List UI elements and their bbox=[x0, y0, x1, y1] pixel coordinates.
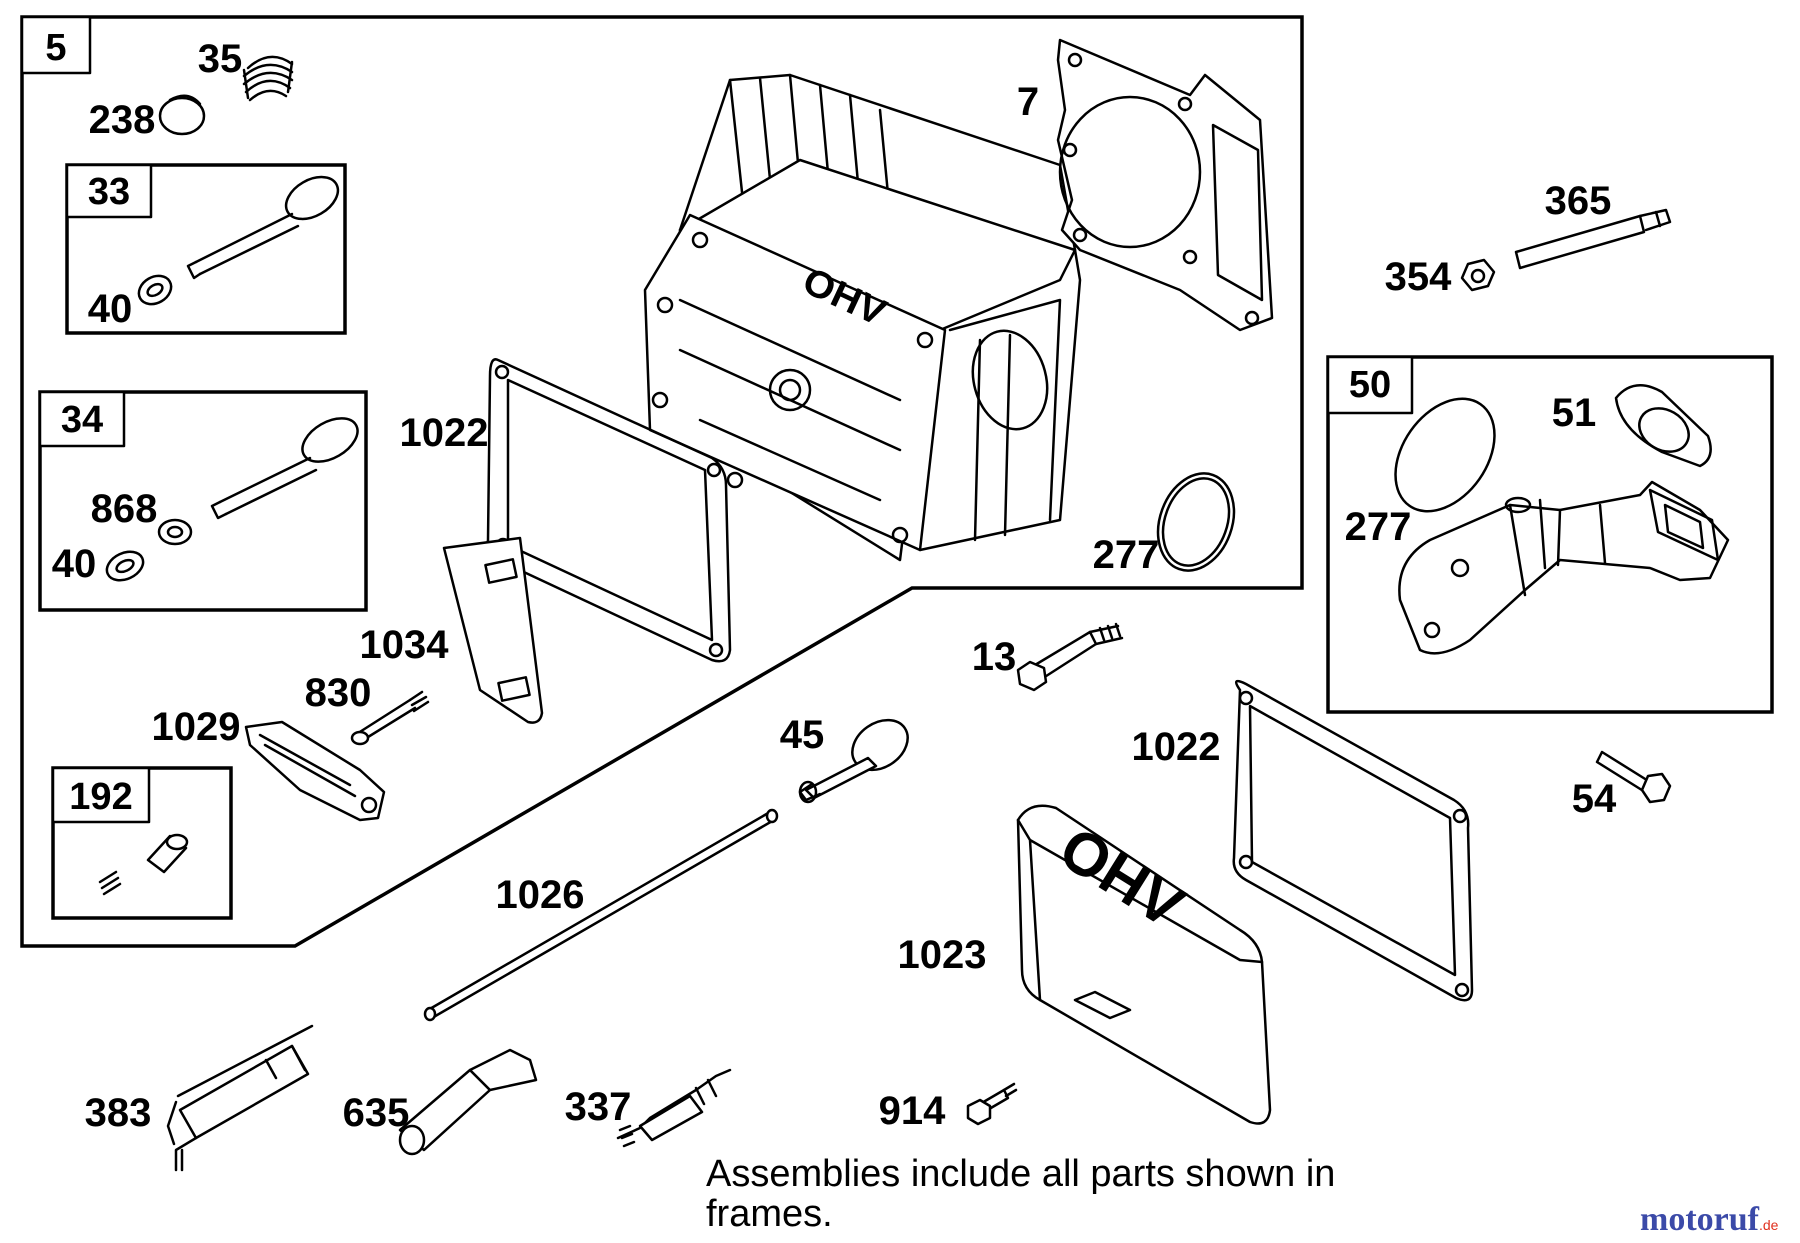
valve-seal-868 bbox=[157, 518, 193, 546]
head-gasket-7 bbox=[1056, 38, 1274, 332]
callout-40-lower: 40 bbox=[52, 542, 97, 586]
callout-54: 54 bbox=[1572, 777, 1617, 821]
callout-45: 45 bbox=[780, 713, 825, 757]
callout-277-elbow: 277 bbox=[1345, 505, 1412, 549]
rocker-cover-1023: OHV bbox=[1016, 804, 1272, 1125]
rocker-cover-gasket-1022 bbox=[1232, 679, 1474, 1002]
tool-635 bbox=[398, 1048, 538, 1156]
callout-40-upper: 40 bbox=[88, 287, 133, 331]
callout-35: 35 bbox=[198, 37, 243, 81]
frame-label-192: 192 bbox=[69, 776, 132, 818]
intake-gasket-51 bbox=[1614, 384, 1712, 468]
watermark-suffix: .de bbox=[1759, 1217, 1779, 1233]
callout-830: 830 bbox=[305, 671, 372, 715]
assembly-note-line-1: Assemblies include all parts shown in bbox=[706, 1153, 1335, 1195]
exhaust-valve-frame: 33 bbox=[65, 163, 347, 335]
callout-365: 365 bbox=[1545, 179, 1612, 223]
intake-valve-34 bbox=[210, 417, 359, 520]
motoruf-watermark: motoruf.de bbox=[1640, 1201, 1779, 1238]
callout-1022-frame: 1022 bbox=[400, 411, 489, 455]
callout-383: 383 bbox=[85, 1091, 152, 1135]
watermark-name: motoruf bbox=[1640, 1201, 1760, 1238]
callout-1026: 1026 bbox=[496, 873, 585, 917]
assembly-note-line-2: frames. bbox=[706, 1193, 833, 1235]
tool-383 bbox=[166, 1024, 314, 1172]
callout-238: 238 bbox=[89, 98, 156, 142]
spark-plug-337 bbox=[616, 1068, 732, 1148]
valve-retainer-40-lower bbox=[105, 550, 145, 582]
frame-label-50: 50 bbox=[1349, 364, 1391, 406]
breather-valve-192 bbox=[98, 833, 189, 896]
callout-1023: 1023 bbox=[898, 933, 987, 977]
intake-valve-frame: 34 bbox=[38, 390, 368, 612]
main-assembly-frame: 5 bbox=[20, 15, 1304, 948]
callout-13: 13 bbox=[972, 635, 1017, 679]
frame-label-33: 33 bbox=[88, 171, 130, 213]
frame-label-box-5 bbox=[20, 15, 92, 75]
exhaust-valve-33 bbox=[186, 175, 340, 280]
callout-354: 354 bbox=[1385, 255, 1452, 299]
o-ring-277-head bbox=[1156, 472, 1236, 572]
callout-labels: 35 238 40 868 40 7 1022 277 1034 830 102… bbox=[52, 37, 1617, 1135]
breather-frame: 192 bbox=[51, 766, 233, 920]
frame-label-34: 34 bbox=[61, 399, 103, 441]
cylinder-head: OHV bbox=[643, 73, 1082, 562]
callout-51: 51 bbox=[1552, 391, 1597, 435]
callout-337: 337 bbox=[565, 1085, 632, 1129]
screw-914 bbox=[966, 1082, 1018, 1126]
callout-635: 635 bbox=[343, 1091, 410, 1135]
bolt-13 bbox=[1016, 622, 1124, 692]
callout-277-head: 277 bbox=[1093, 533, 1160, 577]
valve-retainer-40-upper bbox=[137, 274, 173, 306]
frame-label-5: 5 bbox=[45, 27, 66, 69]
nut-354 bbox=[1460, 258, 1496, 292]
callout-1029: 1029 bbox=[152, 705, 241, 749]
fuel-fitting-365 bbox=[1514, 208, 1672, 270]
callout-7: 7 bbox=[1017, 80, 1039, 124]
push-rod-1026 bbox=[423, 808, 779, 1022]
intake-elbow-50 bbox=[1398, 480, 1730, 655]
o-ring-277-elbow bbox=[1394, 397, 1496, 513]
breather-gasket-1034 bbox=[442, 536, 544, 724]
valve-spring-35 bbox=[242, 55, 294, 102]
svg-text:motoruf.de: motoruf.de bbox=[1640, 1201, 1779, 1238]
callout-914: 914 bbox=[879, 1089, 946, 1133]
push-rod-guide-45 bbox=[798, 718, 909, 804]
callout-1034: 1034 bbox=[360, 623, 450, 667]
rocker-stud-830 bbox=[350, 690, 430, 746]
bolt-54 bbox=[1595, 750, 1672, 804]
assembly-note: Assemblies include all parts shown in fr… bbox=[706, 1153, 1335, 1235]
callout-868: 868 bbox=[91, 487, 158, 531]
intake-elbow-frame: 50 bbox=[1326, 355, 1774, 714]
rocker-arm-1029 bbox=[244, 720, 386, 822]
callout-1022-loose: 1022 bbox=[1132, 725, 1221, 769]
spring-cap-238 bbox=[158, 94, 206, 136]
